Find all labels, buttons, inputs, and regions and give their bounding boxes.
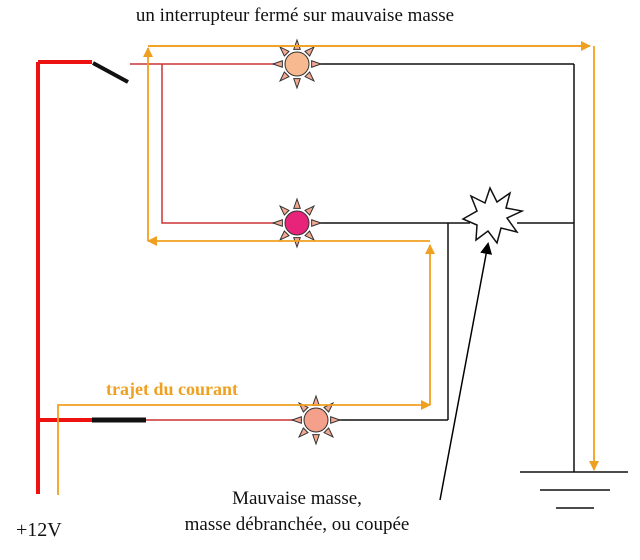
current-path-label: trajet du courant [106, 379, 238, 399]
ground-wires [312, 63, 575, 472]
fault-spark-icon [461, 186, 525, 245]
current-path-arrows [57, 41, 599, 495]
lamp-top-icon [271, 38, 323, 90]
ground-symbol [520, 471, 628, 509]
lamp-bottom-icon [290, 394, 342, 446]
positive-bus [36, 60, 92, 494]
lamp-middle-icon [271, 197, 323, 249]
open-switch-blade [92, 61, 129, 84]
supply-voltage-label: +12V [16, 519, 62, 541]
fault-pointer-arrow [439, 242, 493, 501]
fault-note-line2: masse débranchée, ou coupée [185, 514, 410, 535]
feed-wires [130, 63, 302, 421]
diagram-title: un interrupteur fermé sur mauvaise masse [136, 5, 454, 26]
fault-note-line1: Mauvaise masse, [232, 488, 362, 509]
